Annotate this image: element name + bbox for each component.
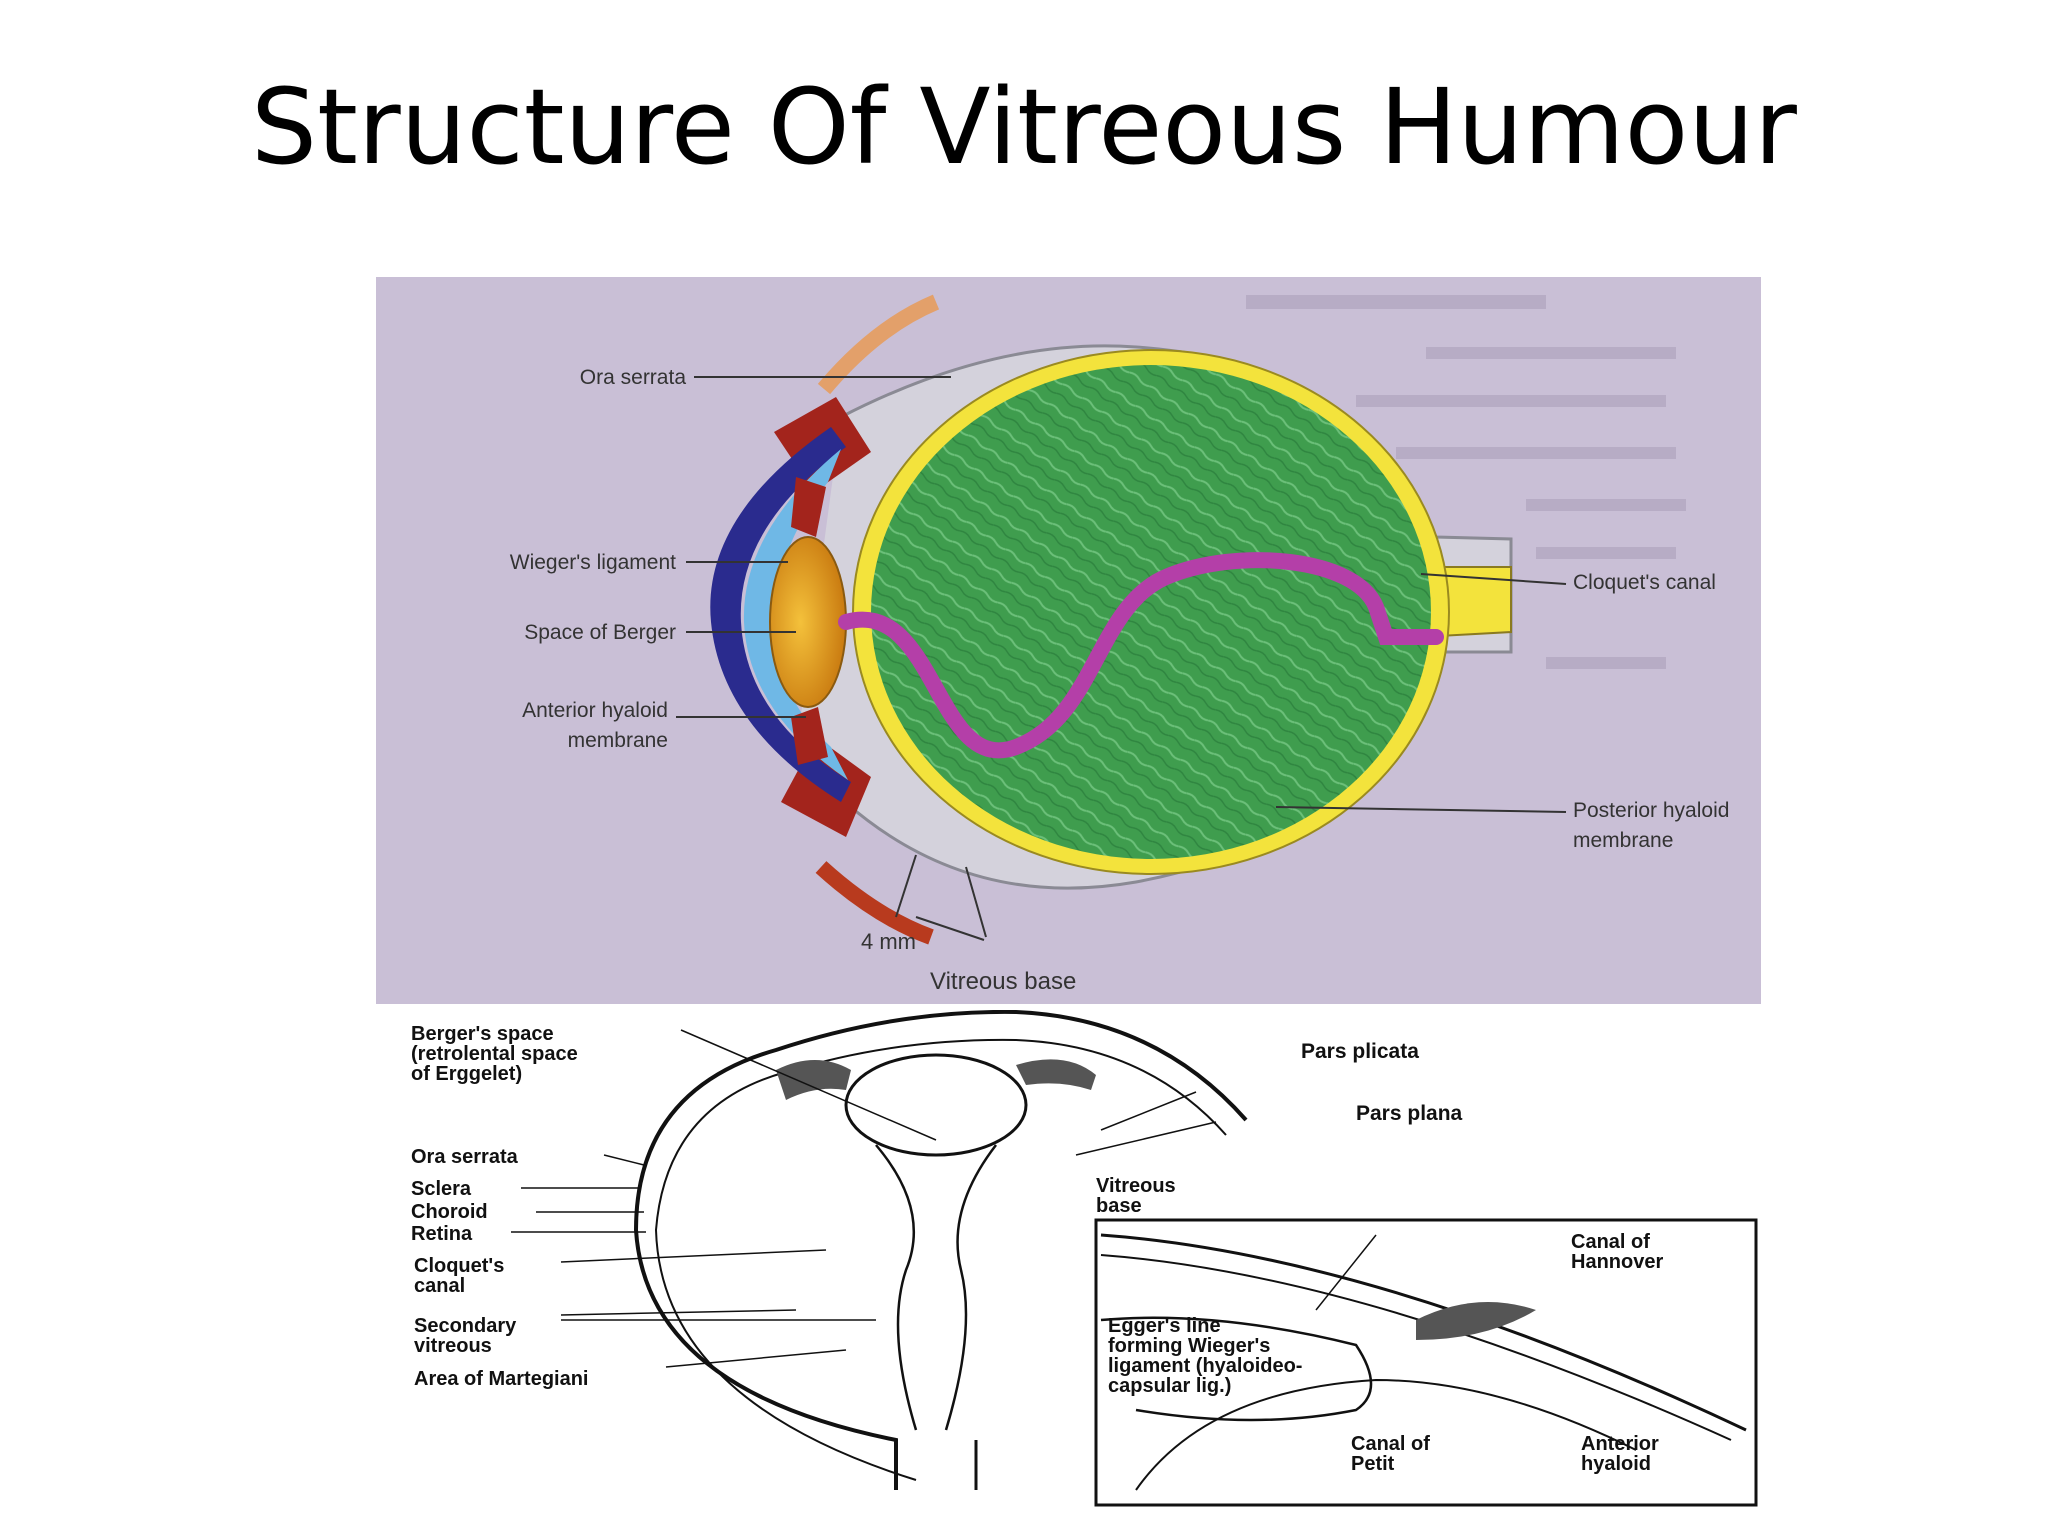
label-eggers-line-4: capsular lig.) <box>1108 1375 1231 1397</box>
iris-lower <box>791 707 828 765</box>
label-posterior-hyaloid-2: membrane <box>1573 829 1673 852</box>
label-pars-plicata: Pars plicata <box>1301 1040 1419 1063</box>
leader-lines <box>511 1029 1377 1368</box>
label-eggers-line-3: ligament (hyaloideo- <box>1108 1355 1302 1377</box>
label-anterior-hyaloid-1: Anterior <box>1581 1433 1659 1455</box>
inset-lens <box>1100 1316 1373 1422</box>
label-bergers-space-1: Berger's space <box>411 1023 554 1045</box>
inset-sclera <box>1100 1233 1747 1432</box>
leader-lines <box>676 376 1567 941</box>
label-posterior-hyaloid-1: Posterior hyaloid <box>1573 799 1729 822</box>
label-canal-of-hannover-2: Hannover <box>1571 1251 1663 1273</box>
label-cloquets-canal-2: canal <box>414 1275 465 1297</box>
ciliary-arc-top <box>817 294 940 395</box>
label-canal-of-hannover-1: Canal of <box>1571 1231 1650 1253</box>
label-retina: Retina <box>411 1223 473 1245</box>
cloquet-wall-right <box>944 1144 997 1431</box>
label-bergers-space-2: (retrolental space <box>411 1043 578 1065</box>
globe-outline <box>633 1010 1248 1490</box>
label-ora-serrata: Ora serrata <box>411 1146 519 1168</box>
label-choroid: Choroid <box>411 1201 488 1223</box>
globe-inner-outline <box>654 1038 1227 1481</box>
iris-upper <box>791 477 826 537</box>
inset-canal-hannover <box>1416 1302 1536 1340</box>
label-wiegers-ligament: Wieger's ligament <box>510 551 676 574</box>
anterior-chamber <box>743 449 848 780</box>
vitreous-color-diagram: Ora serrata Wieger's ligament Space of B… <box>376 277 1761 1004</box>
vitreous-body <box>871 365 1431 859</box>
cornea <box>710 427 851 802</box>
ciliary-left <box>776 1060 851 1100</box>
label-anterior-hyaloid-2: hyaloid <box>1581 1453 1651 1475</box>
label-bergers-space-3: of Erggelet) <box>411 1063 522 1085</box>
ciliary-arc-bottom <box>815 861 934 945</box>
label-anterior-hyaloid-1: Anterior hyaloid <box>522 699 668 722</box>
label-sclera: Sclera <box>411 1178 472 1200</box>
label-eggers-line-1: Egger's line <box>1108 1315 1221 1337</box>
bleed-through-text <box>1246 295 1686 669</box>
label-pars-plana: Pars plana <box>1356 1102 1463 1125</box>
label-anterior-hyaloid-2: membrane <box>568 729 668 752</box>
ciliary-right <box>1016 1059 1096 1090</box>
label-eggers-line-2: forming Wieger's <box>1108 1335 1270 1357</box>
optic-nerve <box>894 1440 978 1490</box>
label-secondary-vitreous-2: vitreous <box>414 1335 492 1357</box>
label-cloquets-canal: Cloquet's canal <box>1573 571 1716 594</box>
label-canal-of-petit-2: Petit <box>1351 1453 1395 1475</box>
label-cloquets-canal-1: Cloquet's <box>414 1255 504 1277</box>
label-area-of-martegiani: Area of Martegiani <box>414 1368 588 1390</box>
label-distance: 4 mm <box>861 929 916 954</box>
inset-sclera-inner <box>1100 1254 1732 1441</box>
label-ora-serrata: Ora serrata <box>580 366 687 389</box>
cloquet-wall-left <box>875 1144 918 1431</box>
cloquets-canal <box>838 552 1444 759</box>
slide-title: Structure Of Vitreous Humour <box>251 66 1797 188</box>
label-vitreous-base: Vitreous base <box>930 968 1076 995</box>
label-secondary-vitreous-1: Secondary <box>414 1315 517 1337</box>
label-vitreous-base-1: Vitreous <box>1096 1175 1176 1197</box>
label-space-of-berger: Space of Berger <box>524 621 676 644</box>
vitreous-line-diagram: Berger's space (retrolental space of Erg… <box>376 1010 1761 1510</box>
inset-hyaloid <box>1135 1378 1637 1491</box>
label-vitreous-base-2: base <box>1096 1195 1142 1217</box>
label-canal-of-petit-1: Canal of <box>1351 1433 1430 1455</box>
lens <box>844 1053 1028 1157</box>
